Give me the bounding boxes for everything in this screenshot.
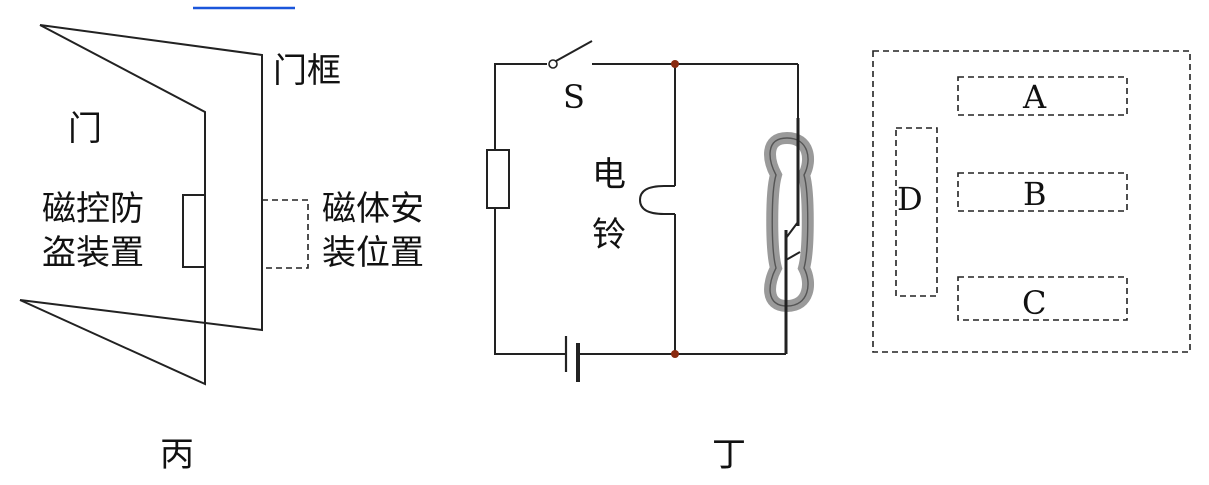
magnet-position-box: [262, 199, 309, 269]
box-d-label: D: [897, 180, 923, 218]
anti-theft-device: [182, 194, 206, 268]
reed-glass-tube: [764, 131, 814, 313]
magnet-label-line1: 磁体安: [322, 189, 424, 229]
bell-label-line2: 铃: [592, 215, 626, 255]
box-c: [957, 276, 1128, 321]
magnet-label-line2: 装位置: [322, 233, 424, 273]
switch-pivot: [548, 59, 558, 69]
box-b-label: B: [1023, 175, 1047, 213]
wire-left-bottom: [494, 208, 566, 355]
caption-ding: 丁: [712, 435, 746, 475]
frame-label: 门框: [273, 51, 341, 91]
box-a-label: A: [1022, 78, 1047, 116]
device-label-line1: 磁控防: [42, 189, 144, 229]
outer-dashed-frame: [872, 50, 1191, 353]
junction-bottom: [671, 350, 679, 358]
reed-contact-upper-tip: [785, 221, 799, 239]
door-frame: [19, 24, 263, 332]
switch-blade: [555, 40, 593, 62]
box-a: [957, 76, 1128, 116]
box-d: [895, 127, 938, 297]
resistor: [486, 149, 510, 209]
door-label: 门: [68, 109, 102, 149]
reed-contact-lower-tip: [785, 251, 801, 261]
figure-ding: S 电 铃 丁: [486, 40, 814, 475]
figure-bing: 门 门框 磁控防 盗装置 磁体安 装位置 丙: [19, 24, 424, 475]
figure-boxes: A B C D: [872, 50, 1191, 353]
box-b: [957, 172, 1128, 212]
box-c-label: C: [1022, 284, 1046, 322]
junction-top: [671, 60, 679, 68]
device-label-line2: 盗装置: [42, 233, 144, 273]
bell-label-line1: 电: [592, 155, 626, 195]
wire-left-top: [494, 63, 547, 150]
electric-bell: [638, 185, 675, 215]
caption-bing: 丙: [160, 435, 194, 475]
switch-label: S: [563, 78, 585, 116]
